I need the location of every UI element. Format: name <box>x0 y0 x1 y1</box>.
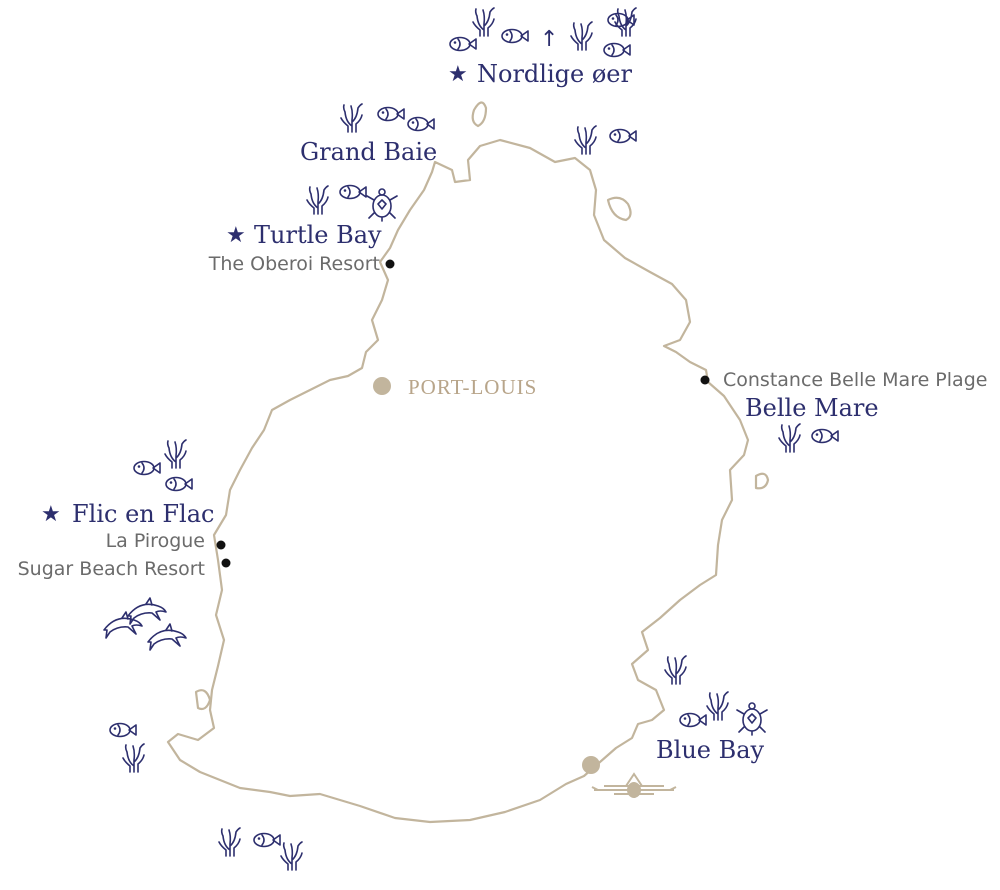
coral-icon <box>340 103 363 133</box>
sugar-beach-dot <box>221 558 231 568</box>
turtle-icon <box>366 188 398 222</box>
island-coastline <box>166 138 750 824</box>
coral-icon <box>280 841 303 871</box>
coral-icon <box>218 827 241 857</box>
grand-baie-label: Grand Baie <box>300 138 437 166</box>
fish-icon <box>449 36 477 52</box>
fish-icon <box>609 128 637 144</box>
coral-icon <box>664 655 687 685</box>
fish-icon <box>501 28 529 44</box>
constance-dot <box>700 375 710 385</box>
star-icon: ★ <box>41 502 61 527</box>
coral-icon <box>706 691 729 721</box>
airport-marker <box>582 756 600 774</box>
belle-mare-label: Belle Mare <box>745 394 879 422</box>
southwest-islet <box>194 689 212 711</box>
star-icon: ★ <box>448 62 468 87</box>
coral-icon <box>570 21 593 51</box>
coral-icon <box>122 743 145 773</box>
coral-icon <box>574 125 597 155</box>
flic-en-flac-label: Flic en Flac <box>72 500 214 528</box>
star-icon: ★ <box>226 223 246 248</box>
la-pirogue-label: La Pirogue <box>106 530 205 552</box>
oberoi-dot <box>385 259 395 269</box>
port-louis-label: PORT-LOUIS <box>408 375 537 399</box>
la-pirogue-dot <box>216 540 226 550</box>
coral-icon <box>164 439 187 469</box>
east-islet <box>606 196 632 222</box>
sugar-beach-label: Sugar Beach Resort <box>18 558 205 580</box>
nordlige-oer-label: Nordlige øer <box>477 60 632 88</box>
dolphin-icon <box>147 623 187 651</box>
fish-icon <box>165 476 193 492</box>
airplane-icon <box>591 772 677 798</box>
turtle-icon <box>736 702 768 736</box>
fish-icon <box>603 42 631 58</box>
belle-mare-islet <box>754 472 770 490</box>
fish-icon <box>339 184 367 200</box>
fish-icon <box>679 712 707 728</box>
north-islet <box>471 101 488 128</box>
coral-icon <box>778 423 801 453</box>
coral-icon <box>306 185 329 215</box>
fish-icon <box>253 832 281 848</box>
fish-icon <box>109 722 137 738</box>
fish-icon <box>407 116 435 132</box>
coral-icon <box>472 7 495 37</box>
constance-label: Constance Belle Mare Plage <box>723 369 987 391</box>
port-louis-marker <box>373 377 391 395</box>
fish-icon <box>377 106 405 122</box>
north-arrow-icon: ↑ <box>540 27 558 52</box>
blue-bay-label: Blue Bay <box>656 736 765 764</box>
turtle-bay-label: Turtle Bay <box>254 221 382 249</box>
fish-icon <box>133 460 161 476</box>
fish-icon <box>811 428 839 444</box>
oberoi-label: The Oberoi Resort <box>208 253 380 275</box>
